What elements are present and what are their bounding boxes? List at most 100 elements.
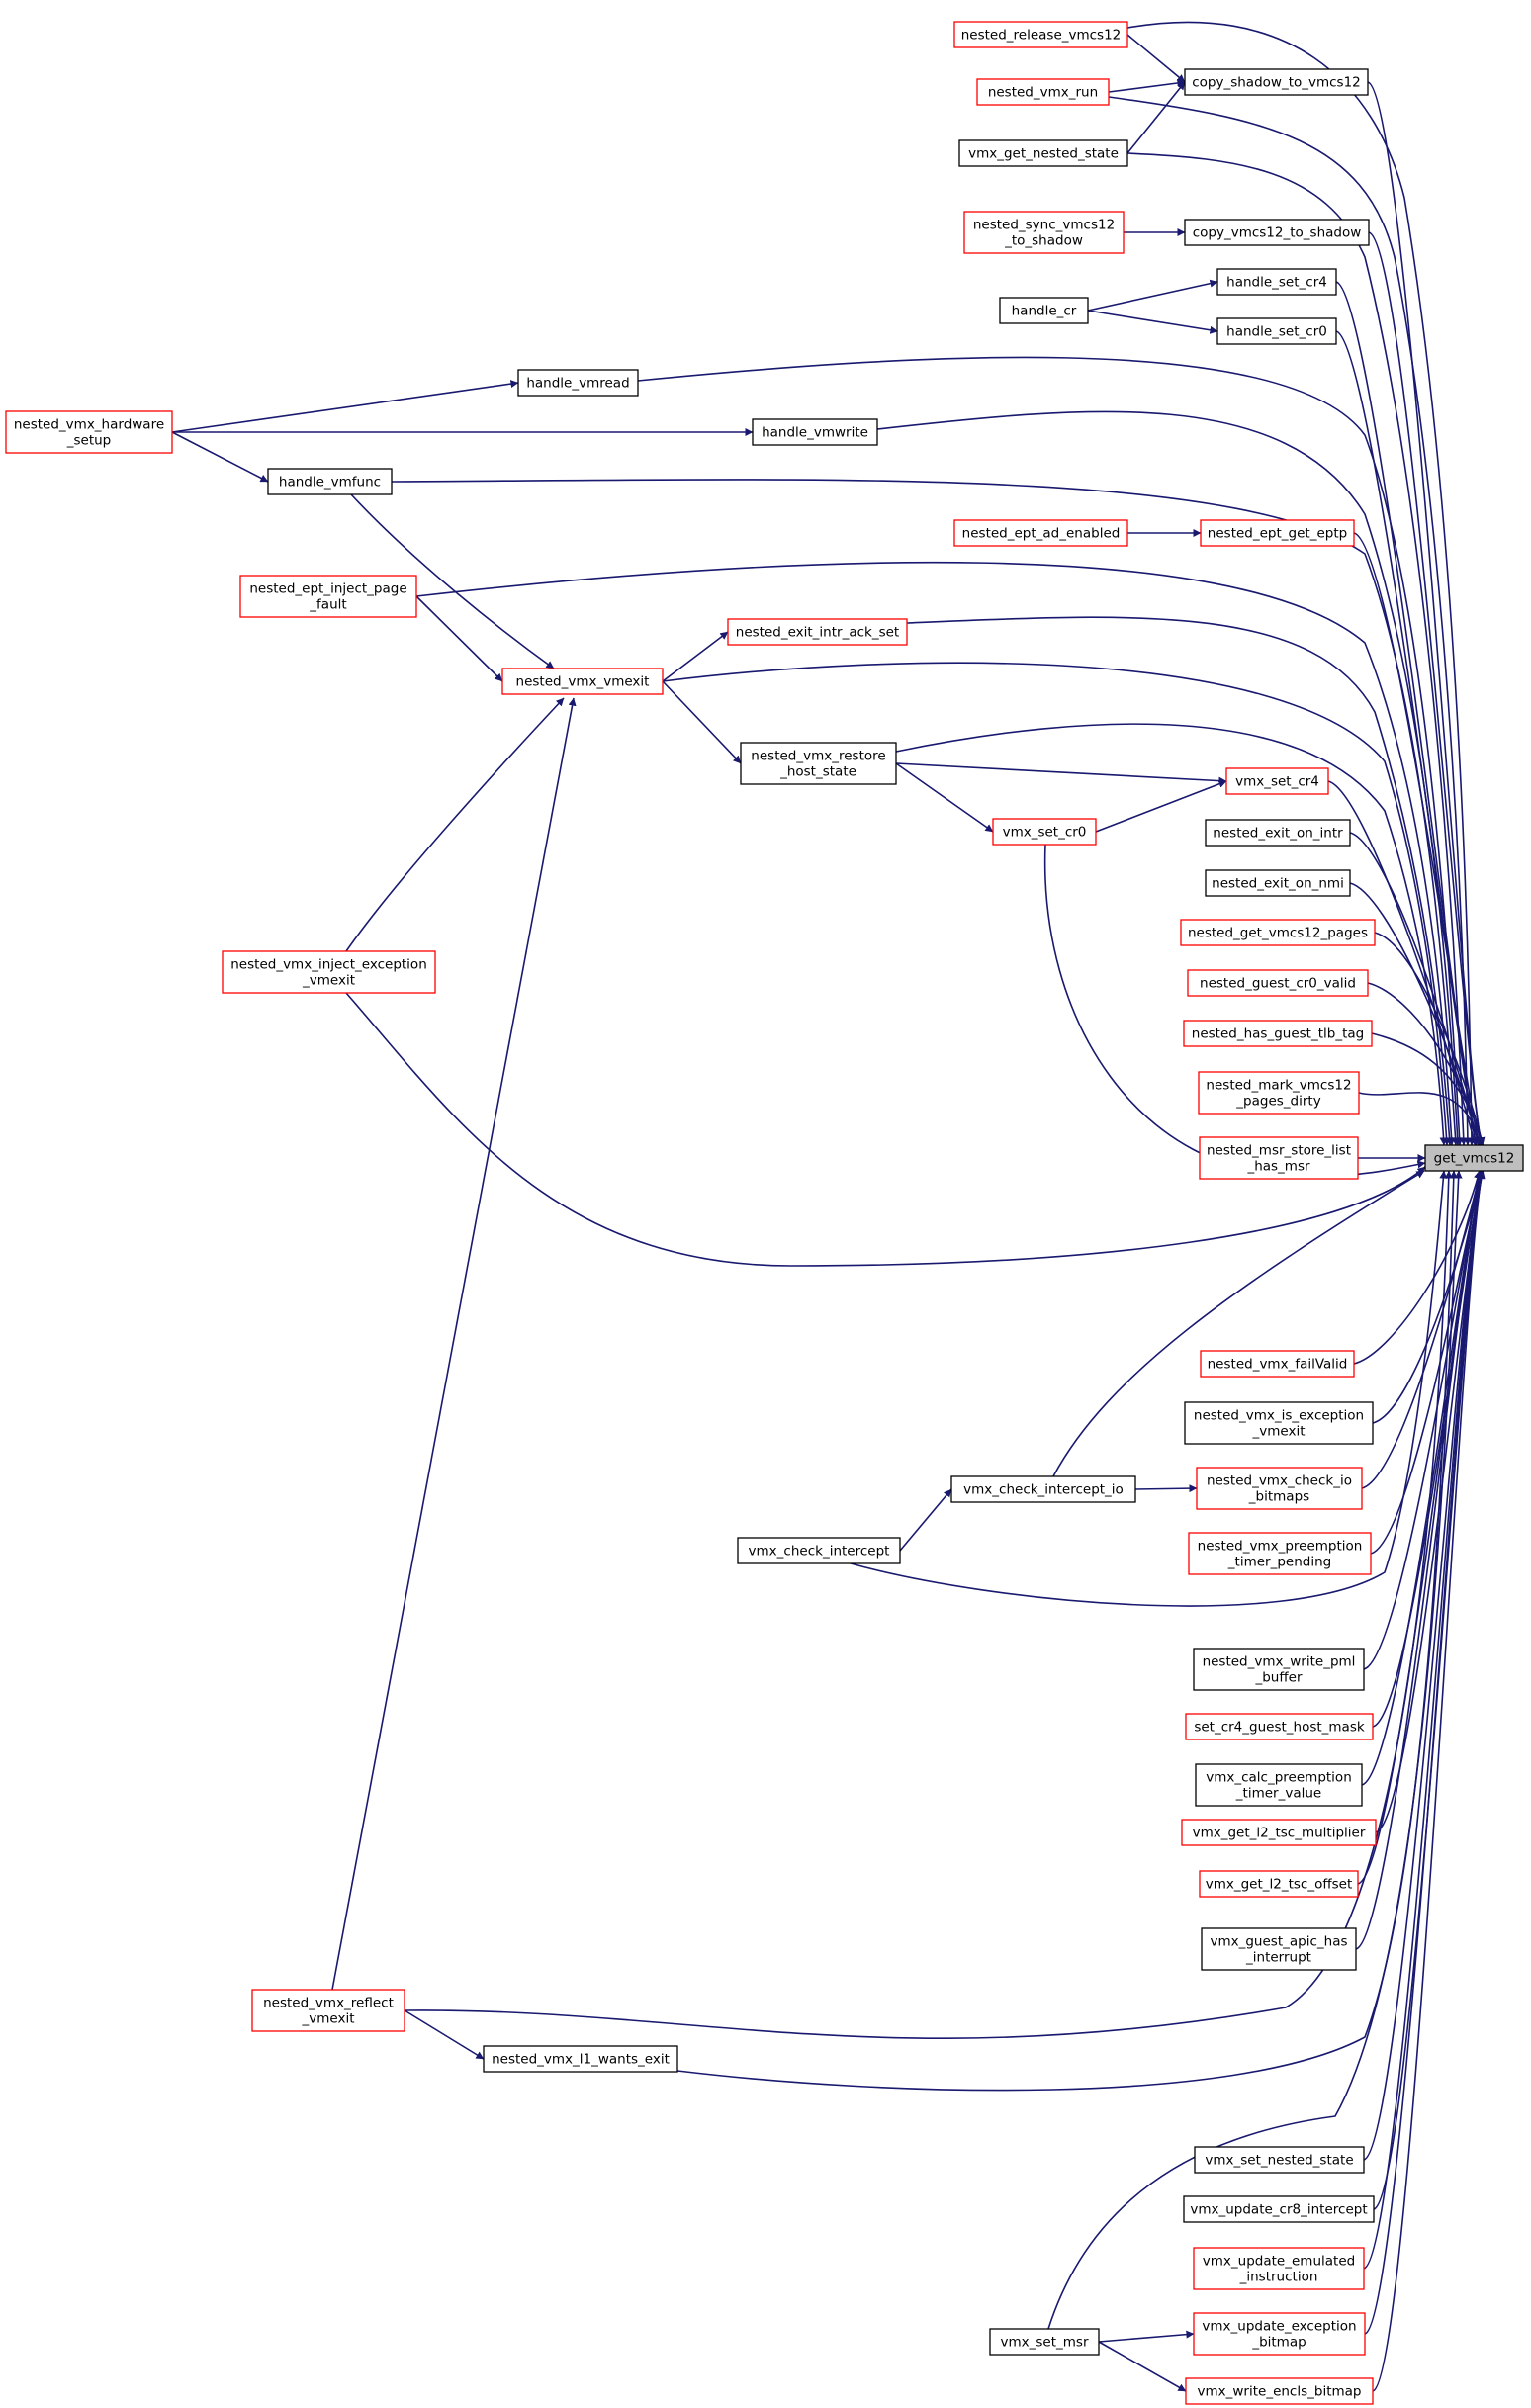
edge-handle_vmread-to-get_vmcs12: [637, 356, 1464, 1146]
node-nested_sync_vmcs12_to_shadow[interactable]: nested_sync_vmcs12_to_shadow: [963, 211, 1125, 254]
node-nested_exit_intr_ack_set[interactable]: nested_exit_intr_ack_set: [727, 618, 908, 646]
node-set_cr4_guest_host_mask[interactable]: set_cr4_guest_host_mask: [1185, 1713, 1374, 1740]
node-box: [483, 2045, 678, 2073]
edge-nested_vmx_restore_host_state-to-vmx_set_cr4: [895, 762, 1227, 785]
node-nested_guest_cr0_valid[interactable]: nested_guest_cr0_valid: [1187, 969, 1369, 997]
node-handle_cr[interactable]: handle_cr: [999, 297, 1089, 324]
edge-handle_vmfunc-to-nested_vmx_vmexit: [350, 493, 555, 669]
edge-nested_vmx_vmexit-to-get_vmcs12: [662, 662, 1451, 1146]
edge-nested_vmx_reflect_vmexit-to-nested_vmx_l1_wants_exit: [404, 2009, 485, 2060]
node-label: _buffer: [1254, 1670, 1302, 1686]
node-vmx_guest_apic_has_interrupt[interactable]: vmx_guest_apic_has_interrupt: [1201, 1927, 1357, 1971]
node-handle_set_cr0[interactable]: handle_set_cr0: [1216, 317, 1337, 345]
node-nested_mark_vmcs12_pages_dirty[interactable]: nested_mark_vmcs12_pages_dirty: [1198, 1071, 1360, 1115]
node-vmx_calc_preemption_timer_value[interactable]: vmx_calc_preemption_timer_value: [1195, 1763, 1363, 1807]
node-vmx_update_cr8_intercept[interactable]: vmx_update_cr8_intercept: [1183, 2195, 1375, 2223]
node-vmx_get_l2_tsc_multiplier[interactable]: vmx_get_l2_tsc_multiplier: [1181, 1819, 1377, 1846]
node-nested_vmx_inject_exception_vmexit[interactable]: nested_vmx_inject_exception_vmexit: [222, 950, 436, 994]
edge-vmx_check_intercept_io-to-get_vmcs12: [1052, 1170, 1425, 1477]
node-nested_vmx_check_io_bitmaps[interactable]: nested_vmx_check_io_bitmaps: [1196, 1467, 1363, 1510]
node-box: [517, 369, 639, 397]
node-box: [999, 297, 1089, 324]
node-label: handle_vmfunc: [279, 475, 381, 491]
node-label: _instruction: [1239, 2270, 1318, 2285]
node-box: [267, 468, 393, 495]
node-vmx_get_l2_tsc_offset[interactable]: vmx_get_l2_tsc_offset: [1199, 1870, 1359, 1898]
node-nested_vmx_restore_host_state[interactable]: nested_vmx_restore_host_state: [740, 742, 897, 785]
node-vmx_check_intercept[interactable]: vmx_check_intercept: [737, 1537, 901, 1564]
node-nested_vmx_failValid[interactable]: nested_vmx_failValid: [1200, 1350, 1355, 1378]
node-label: vmx_get_nested_state: [968, 146, 1119, 162]
node-nested_ept_ad_enabled[interactable]: nested_ept_ad_enabled: [953, 519, 1128, 547]
node-nested_vmx_preemption_timer_pending[interactable]: nested_vmx_preemption_timer_pending: [1188, 1532, 1372, 1575]
node-vmx_set_nested_state[interactable]: vmx_set_nested_state: [1194, 2146, 1365, 2174]
node-nested_vmx_run[interactable]: nested_vmx_run: [976, 78, 1110, 106]
node-vmx_set_msr[interactable]: vmx_set_msr: [989, 2328, 1100, 2356]
node-label: vmx_write_encls_bitmap: [1198, 2384, 1362, 2400]
node-handle_vmread[interactable]: handle_vmread: [517, 369, 639, 397]
edge-nested_vmx_failValid-to-get_vmcs12: [1353, 1170, 1482, 1365]
node-vmx_check_intercept_io[interactable]: vmx_check_intercept_io: [950, 1475, 1136, 1503]
node-copy_vmcs12_to_shadow[interactable]: copy_vmcs12_to_shadow: [1184, 219, 1370, 246]
edge-nested_vmx_l1_wants_exit-to-get_vmcs12: [676, 1170, 1458, 2092]
node-box: [1198, 1071, 1360, 1115]
node-nested_get_vmcs12_pages[interactable]: nested_get_vmcs12_pages: [1180, 919, 1376, 946]
node-box: [1196, 1467, 1363, 1510]
node-vmx_set_cr0[interactable]: vmx_set_cr0: [992, 818, 1097, 846]
node-nested_vmx_write_pml_buffer[interactable]: nested_vmx_write_pml_buffer: [1193, 1648, 1365, 1691]
node-nested_vmx_is_exception_vmexit[interactable]: nested_vmx_is_exception_vmexit: [1184, 1401, 1374, 1445]
node-box: [1181, 1819, 1377, 1846]
node-vmx_set_cr4[interactable]: vmx_set_cr4: [1225, 767, 1329, 795]
node-label: vmx_calc_preemption: [1206, 1770, 1352, 1786]
node-box: [239, 575, 417, 618]
node-label: nested_vmx_check_io: [1207, 1473, 1352, 1489]
node-copy_shadow_to_vmcs12[interactable]: copy_shadow_to_vmcs12: [1184, 68, 1369, 96]
node-label: _timer_value: [1235, 1786, 1321, 1802]
edge-nested_vmx_run-to-get_vmcs12: [1108, 96, 1472, 1146]
edge-vmx_set_cr0-to-vmx_set_cr4: [1095, 780, 1227, 833]
node-label: _has_msr: [1246, 1159, 1310, 1175]
node-handle_vmfunc[interactable]: handle_vmfunc: [267, 468, 393, 495]
node-nested_release_vmcs12[interactable]: nested_release_vmcs12: [953, 21, 1128, 48]
node-nested_msr_store_list_has_msr[interactable]: nested_msr_store_list_has_msr: [1199, 1136, 1359, 1180]
node-label: _vmexit: [1252, 1424, 1306, 1440]
node-vmx_update_exception_bitmap[interactable]: vmx_update_exception_bitmap: [1193, 2312, 1366, 2356]
node-vmx_write_encls_bitmap[interactable]: vmx_write_encls_bitmap: [1185, 2377, 1374, 2405]
node-box: [989, 2328, 1100, 2356]
node-handle_set_cr4[interactable]: handle_set_cr4: [1216, 268, 1337, 296]
edge-nested_vmx_restore_host_state-to-get_vmcs12: [895, 723, 1448, 1146]
node-label: vmx_set_nested_state: [1205, 2153, 1353, 2169]
node-box: [1184, 68, 1369, 96]
node-nested_has_guest_tlb_tag[interactable]: nested_has_guest_tlb_tag: [1183, 1020, 1373, 1047]
edge-nested_vmx_write_pml_buffer-to-get_vmcs12: [1363, 1170, 1484, 1670]
node-box: [1195, 1763, 1363, 1807]
edge-vmx_set_msr-to-get_vmcs12: [1047, 1170, 1463, 2330]
node-nested_exit_on_nmi[interactable]: nested_exit_on_nmi: [1205, 869, 1351, 897]
node-label: copy_vmcs12_to_shadow: [1193, 225, 1362, 241]
node-label: nested_ept_ad_enabled: [962, 526, 1121, 542]
node-nested_ept_get_eptp[interactable]: nested_ept_get_eptp: [1200, 519, 1355, 547]
node-box: [1188, 1532, 1372, 1575]
edge-vmx_set_msr-to-vmx_write_encls_bitmap: [1098, 2341, 1187, 2392]
edge-nested_exit_intr_ack_set-to-get_vmcs12: [906, 616, 1454, 1146]
node-box: [953, 519, 1128, 547]
edge-vmx_set_cr4-to-get_vmcs12: [1327, 780, 1478, 1146]
node-vmx_get_nested_state[interactable]: vmx_get_nested_state: [958, 139, 1128, 167]
edge-handle_vmwrite-to-get_vmcs12: [876, 410, 1462, 1146]
node-vmx_update_emulated_instruction[interactable]: vmx_update_emulated_instruction: [1193, 2247, 1365, 2290]
node-label: nested_release_vmcs12: [961, 28, 1122, 44]
node-nested_vmx_reflect_vmexit[interactable]: nested_vmx_reflect_vmexit: [251, 1989, 405, 2032]
node-label: nested_vmx_hardware: [14, 417, 164, 433]
node-handle_vmwrite[interactable]: handle_vmwrite: [752, 418, 878, 446]
node-nested_ept_inject_page_fault[interactable]: nested_ept_inject_page_fault: [239, 575, 417, 618]
node-box: [958, 139, 1128, 167]
node-nested_vmx_l1_wants_exit[interactable]: nested_vmx_l1_wants_exit: [483, 2045, 678, 2073]
node-label: nested_sync_vmcs12: [973, 218, 1115, 233]
node-nested_vmx_vmexit[interactable]: nested_vmx_vmexit: [501, 668, 664, 695]
node-nested_vmx_hardware_setup[interactable]: nested_vmx_hardware_setup: [5, 410, 173, 454]
node-label: vmx_set_cr4: [1235, 774, 1319, 790]
node-nested_exit_on_intr[interactable]: nested_exit_on_intr: [1205, 819, 1351, 847]
node-box: [1205, 869, 1351, 897]
node-box: [1185, 2377, 1374, 2405]
node-label: _to_shadow: [1004, 233, 1083, 249]
